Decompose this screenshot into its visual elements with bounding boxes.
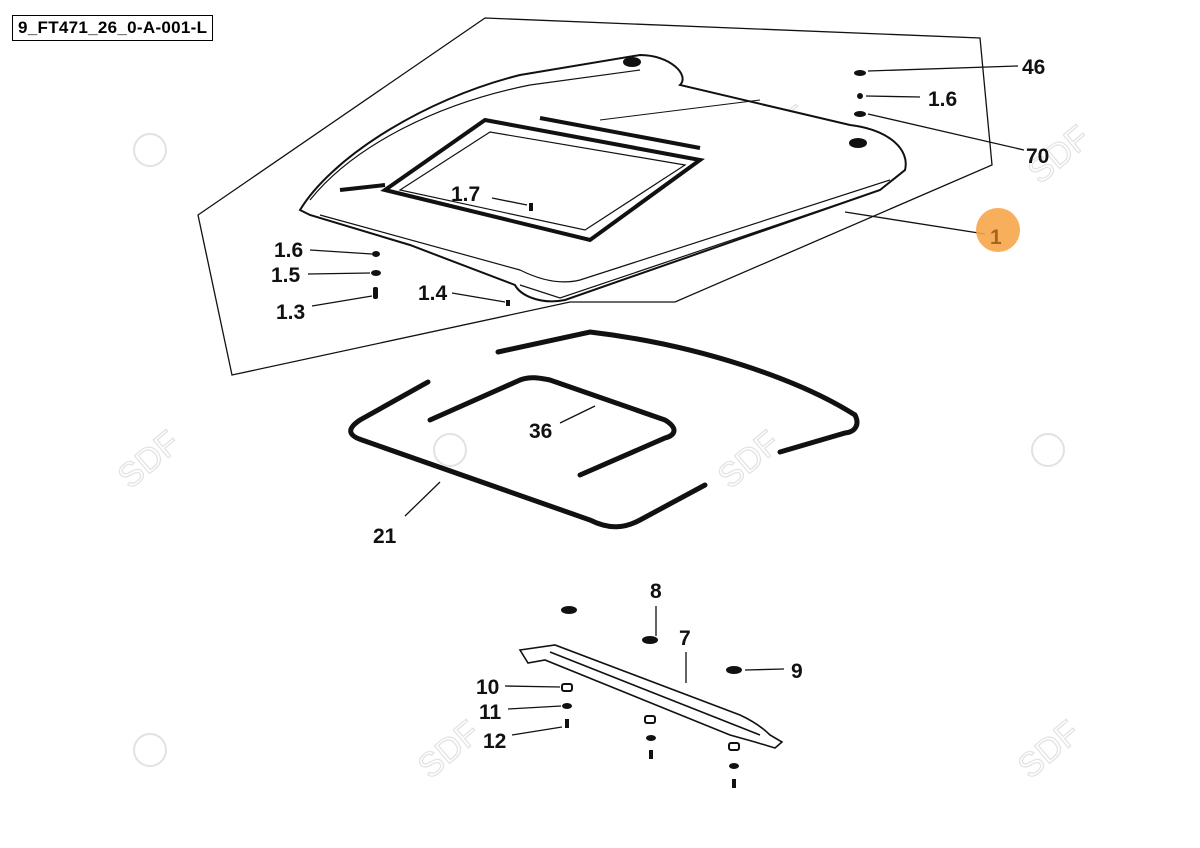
watermark-logo bbox=[1031, 433, 1065, 467]
callout-11[interactable]: 11 bbox=[479, 701, 502, 724]
watermark: SDF bbox=[1011, 713, 1088, 786]
callout-1[interactable]: 1 bbox=[990, 226, 1002, 249]
callout-46[interactable]: 46 bbox=[1022, 56, 1045, 79]
callout-21[interactable]: 21 bbox=[373, 525, 397, 548]
callout-1.3[interactable]: 1.3 bbox=[276, 301, 305, 324]
callout-1.6-top[interactable]: 1.6 bbox=[928, 88, 957, 111]
watermark-logo bbox=[133, 733, 167, 767]
callout-1.4[interactable]: 1.4 bbox=[418, 282, 448, 305]
callout-36[interactable]: 36 bbox=[529, 420, 552, 443]
leader-lines bbox=[307, 65, 1025, 736]
roof-part[interactable] bbox=[298, 53, 907, 303]
seal-21[interactable] bbox=[348, 329, 860, 530]
callout-1.6[interactable]: 1.6 bbox=[274, 239, 303, 262]
hardware bbox=[371, 70, 866, 306]
watermark: SDF bbox=[711, 423, 788, 496]
callout-12[interactable]: 12 bbox=[483, 730, 506, 753]
callouts: 46 1.6 70 1 1.7 1.6 1.5 1.3 1.4 36 21 8 … bbox=[271, 56, 1049, 753]
assembly-outline bbox=[197, 17, 993, 376]
bar-hardware bbox=[561, 606, 742, 788]
roof-bar-7[interactable] bbox=[518, 644, 784, 749]
watermark-logo bbox=[433, 433, 467, 467]
callout-10[interactable]: 10 bbox=[476, 676, 499, 699]
callout-9[interactable]: 9 bbox=[791, 660, 803, 683]
callout-7[interactable]: 7 bbox=[679, 627, 691, 650]
callout-1.7[interactable]: 1.7 bbox=[451, 183, 480, 206]
watermark: SDF bbox=[111, 423, 188, 496]
callout-70[interactable]: 70 bbox=[1026, 145, 1049, 168]
watermark-logo bbox=[133, 133, 167, 167]
callout-1.5[interactable]: 1.5 bbox=[271, 264, 301, 287]
watermark: SDF bbox=[411, 713, 488, 786]
seal-36[interactable] bbox=[427, 375, 677, 478]
callout-8[interactable]: 8 bbox=[650, 580, 662, 603]
highlight-marker bbox=[976, 208, 1020, 252]
diagram-code: 9_FT471_26_0-A-001-L bbox=[12, 15, 214, 41]
